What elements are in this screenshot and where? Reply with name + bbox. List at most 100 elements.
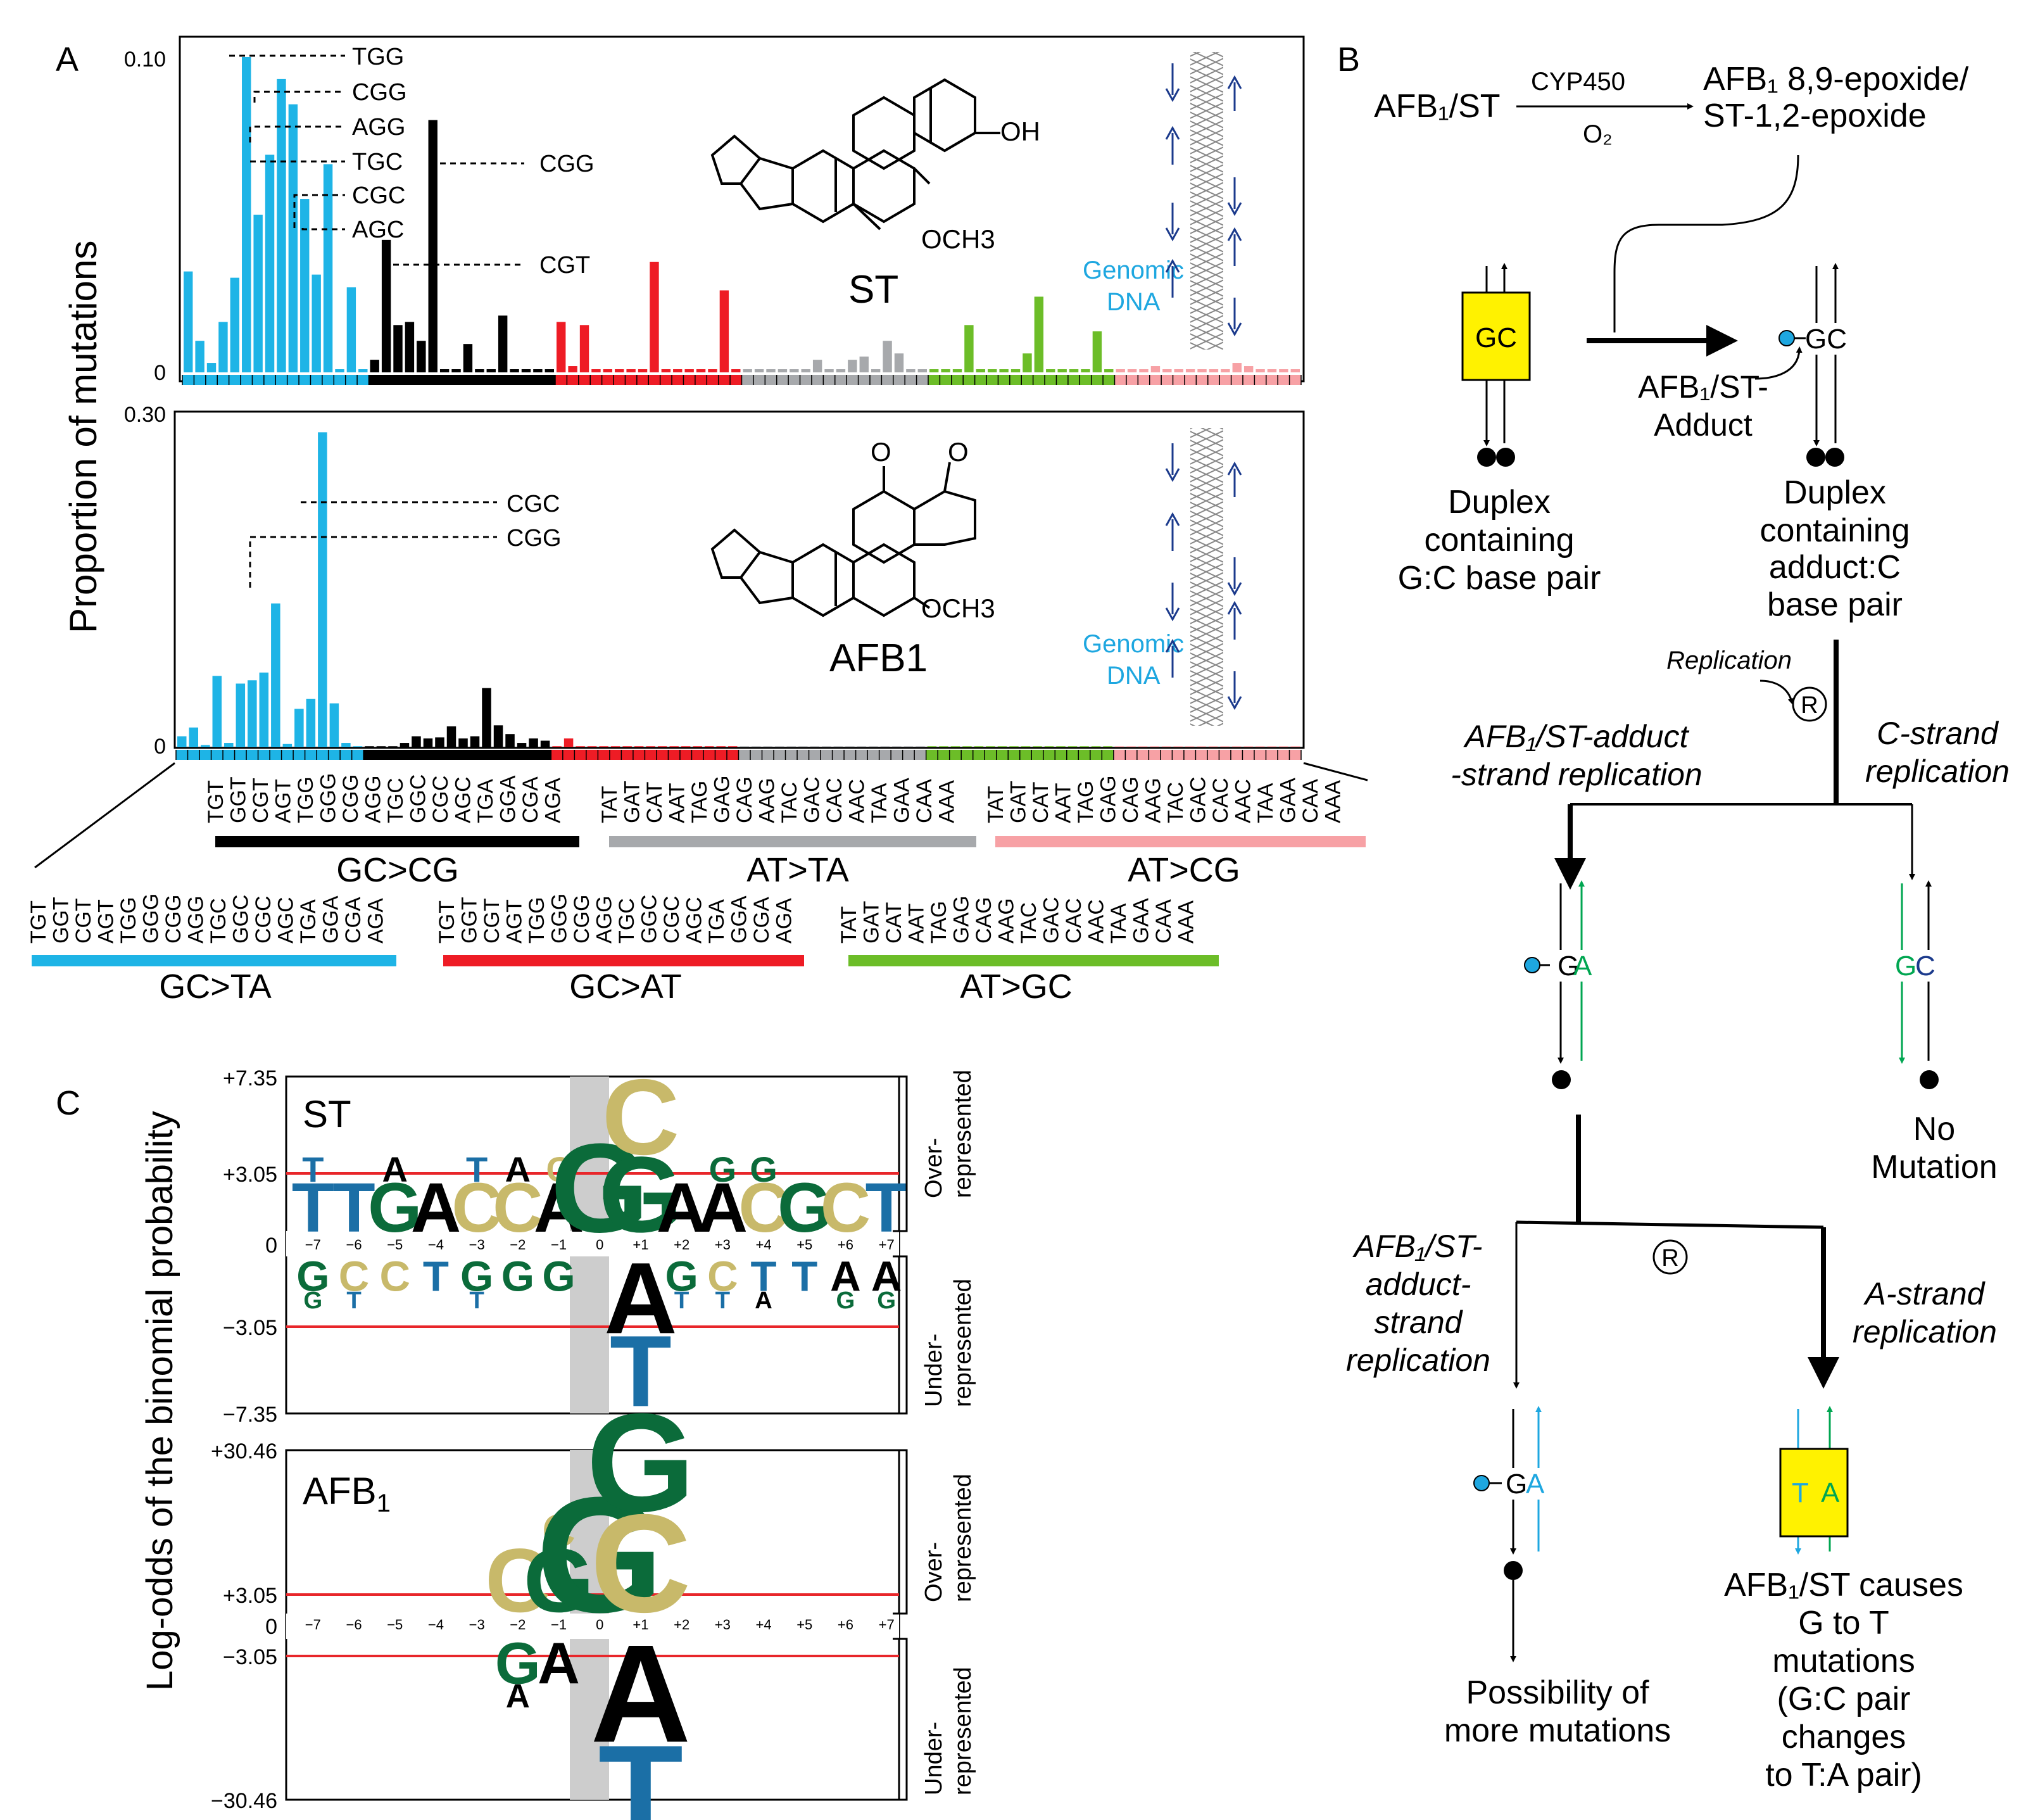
afb1-over-label: Over-represented: [921, 1474, 976, 1602]
st-annotation-label: CGG: [539, 151, 595, 177]
duplex-adduct-caption: Duplex containing adduct:C base pair: [1759, 474, 1910, 623]
logo-letter: T: [865, 1169, 908, 1247]
st-bars: [184, 57, 1300, 373]
st-annotation-label: TGG: [352, 44, 404, 70]
context-label: TGG: [525, 897, 549, 944]
logo-position-label: −2: [510, 1237, 526, 1253]
bar: [224, 743, 234, 747]
context-label: CGC: [660, 895, 684, 944]
bar: [1103, 746, 1112, 747]
logo-letter: T: [346, 1287, 362, 1314]
group-underline: [995, 836, 1366, 847]
ta-duplex: T A: [1779, 1406, 1849, 1555]
caption-line: to T:A pair): [1765, 1757, 1922, 1793]
context-label: CGA: [750, 897, 774, 944]
y-axis-label-proportion: Proportion of mutations: [62, 241, 104, 633]
logo-letter: G: [599, 1135, 683, 1255]
context-label: GGG: [548, 894, 572, 944]
context-label: GGA: [319, 895, 343, 944]
ta-t: T: [1792, 1477, 1809, 1508]
context-label: TAA: [867, 783, 891, 823]
duplex-gc: GC: [1461, 263, 1531, 467]
caption-line: C-strand: [1877, 716, 1999, 751]
group-underline: [609, 836, 976, 847]
group-underline: [443, 955, 804, 966]
bar: [277, 79, 286, 373]
bar: [370, 360, 379, 372]
bar: [1150, 366, 1161, 372]
st-logo-ytick: −3.05: [223, 1316, 277, 1340]
caption-line: AFB₁/ST-adduct: [1463, 719, 1690, 754]
bar: [626, 369, 636, 372]
reactant-label: AFB₁/ST: [1374, 88, 1501, 125]
afb1-logo-ytick: −3.05: [223, 1645, 277, 1669]
context-label: TAC: [1164, 782, 1188, 823]
bar: [731, 369, 741, 372]
context-label: AGA: [772, 898, 796, 944]
logo-position-label: −1: [551, 1237, 567, 1253]
context-label: AGG: [593, 895, 617, 944]
logo-position-label: +2: [674, 1237, 689, 1253]
logo-letter: G: [303, 1287, 322, 1314]
bar: [1185, 746, 1195, 747]
product-line-1: AFB₁ 8,9-epoxide/: [1703, 61, 1969, 98]
logo-position-label: −5: [387, 1617, 403, 1633]
context-label: CAC: [822, 778, 847, 823]
st-annotation-label: AGC: [352, 217, 404, 243]
bar: [824, 369, 834, 372]
caption-line: G:C base pair: [1398, 560, 1601, 597]
bar: [615, 369, 624, 372]
logo-position-label: +5: [796, 1237, 812, 1253]
bar: [1114, 746, 1124, 747]
bar: [177, 736, 187, 747]
adduct-label-1: AFB₁/ST-: [1638, 369, 1768, 405]
r-label-2: R: [1661, 1245, 1678, 1272]
bar: [903, 746, 914, 747]
logo-letter: T: [751, 1253, 777, 1300]
logo-letter: A: [698, 1169, 748, 1247]
context-label: CAC: [1209, 778, 1233, 823]
bar: [646, 746, 655, 747]
logo-position-label: +6: [838, 1237, 853, 1253]
context-label: CGT: [249, 778, 273, 823]
bar: [962, 746, 972, 747]
bar: [1126, 746, 1136, 747]
bar: [812, 360, 822, 372]
caption-line: (G:C pair: [1777, 1681, 1911, 1717]
bar: [801, 369, 810, 372]
context-label: AAC: [1085, 899, 1109, 944]
bar: [230, 277, 240, 372]
bar: [498, 315, 508, 372]
bar: [529, 738, 538, 747]
context-label: CGG: [339, 774, 363, 823]
group-title-at-cg: AT>CG: [1128, 851, 1240, 889]
bar: [1267, 746, 1276, 747]
panel-a-label: A: [56, 41, 79, 79]
context-label: TGA: [474, 779, 498, 823]
bar: [1023, 353, 1032, 372]
ta-base-pair-box: [1779, 1448, 1849, 1538]
caption-line: changes: [1782, 1719, 1906, 1755]
logo-letter: G: [501, 1253, 534, 1300]
bar: [195, 341, 205, 372]
logo-position-label: +2: [674, 1617, 689, 1633]
bar: [510, 369, 519, 372]
logo-letter: T: [598, 1716, 683, 1820]
bar: [306, 698, 316, 747]
afb1-bars: [177, 432, 1300, 747]
context-label: TGT: [27, 901, 51, 944]
context-label: AGG: [362, 775, 386, 823]
st-annotation-label: CGG: [352, 79, 407, 106]
bar: [999, 369, 1009, 372]
context-label: GAG: [950, 895, 974, 944]
context-label: AAA: [1321, 780, 1345, 823]
group-title-gc-cg: GC>CG: [336, 851, 459, 889]
logo-position-label: −6: [346, 1617, 362, 1633]
logo-position-label: +3: [715, 1617, 731, 1633]
bar: [859, 357, 869, 372]
logo-position-label: −2: [510, 1617, 526, 1633]
bar: [1127, 369, 1137, 372]
logo-letter: G: [536, 1463, 664, 1647]
context-label: GGT: [227, 776, 251, 823]
